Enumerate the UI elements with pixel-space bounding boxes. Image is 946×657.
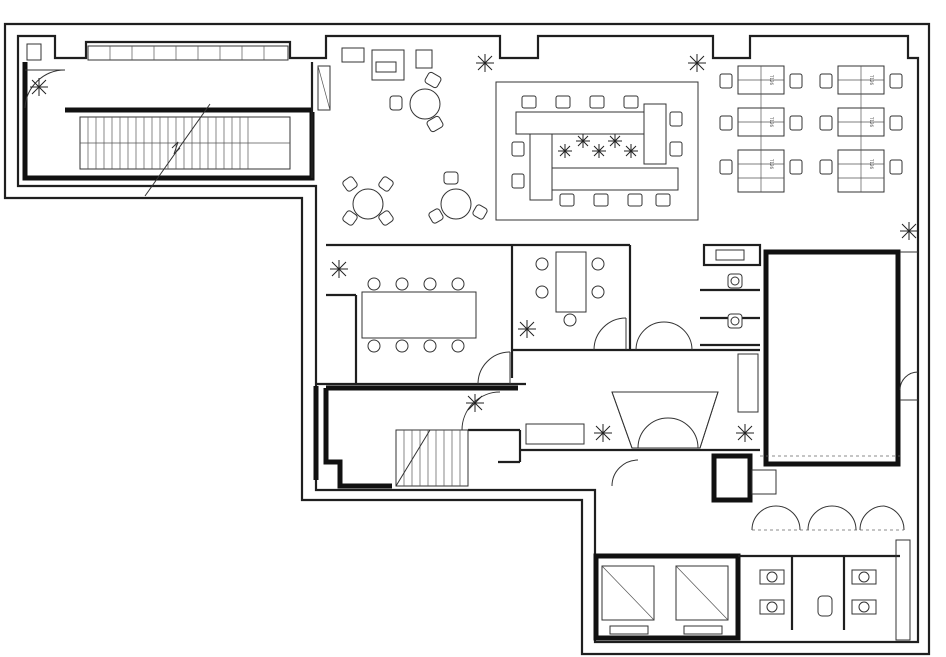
phone-booths bbox=[727, 273, 743, 329]
conference-plants bbox=[558, 134, 638, 158]
desk-label: T126 bbox=[869, 116, 874, 128]
conference-area bbox=[495, 81, 699, 221]
stair-corridor bbox=[22, 43, 331, 197]
printer-area bbox=[341, 47, 433, 81]
interior-walls bbox=[313, 243, 762, 480]
desk-label: T126 bbox=[869, 74, 874, 86]
southwest-stair bbox=[323, 385, 522, 489]
decorative-plants bbox=[30, 54, 918, 442]
desk-label: T126 bbox=[769, 74, 774, 86]
main-stair bbox=[79, 103, 291, 197]
desk-cluster-left: T126 T126 T126 bbox=[719, 65, 803, 193]
desk-label: T126 bbox=[869, 158, 874, 170]
desk-cluster-right: T126 T126 T126 bbox=[819, 65, 903, 193]
outer-boundary bbox=[3, 22, 931, 656]
shelving bbox=[109, 46, 265, 60]
round-tables bbox=[342, 71, 488, 226]
meeting-room-west bbox=[361, 277, 511, 385]
south-core bbox=[593, 505, 911, 641]
desk-label: T126 bbox=[769, 158, 774, 170]
desk-label: T126 bbox=[769, 116, 774, 128]
east-room bbox=[737, 249, 919, 467]
lobby bbox=[520, 391, 900, 503]
meeting-room-center bbox=[535, 251, 693, 351]
conference-chairs bbox=[511, 95, 683, 207]
